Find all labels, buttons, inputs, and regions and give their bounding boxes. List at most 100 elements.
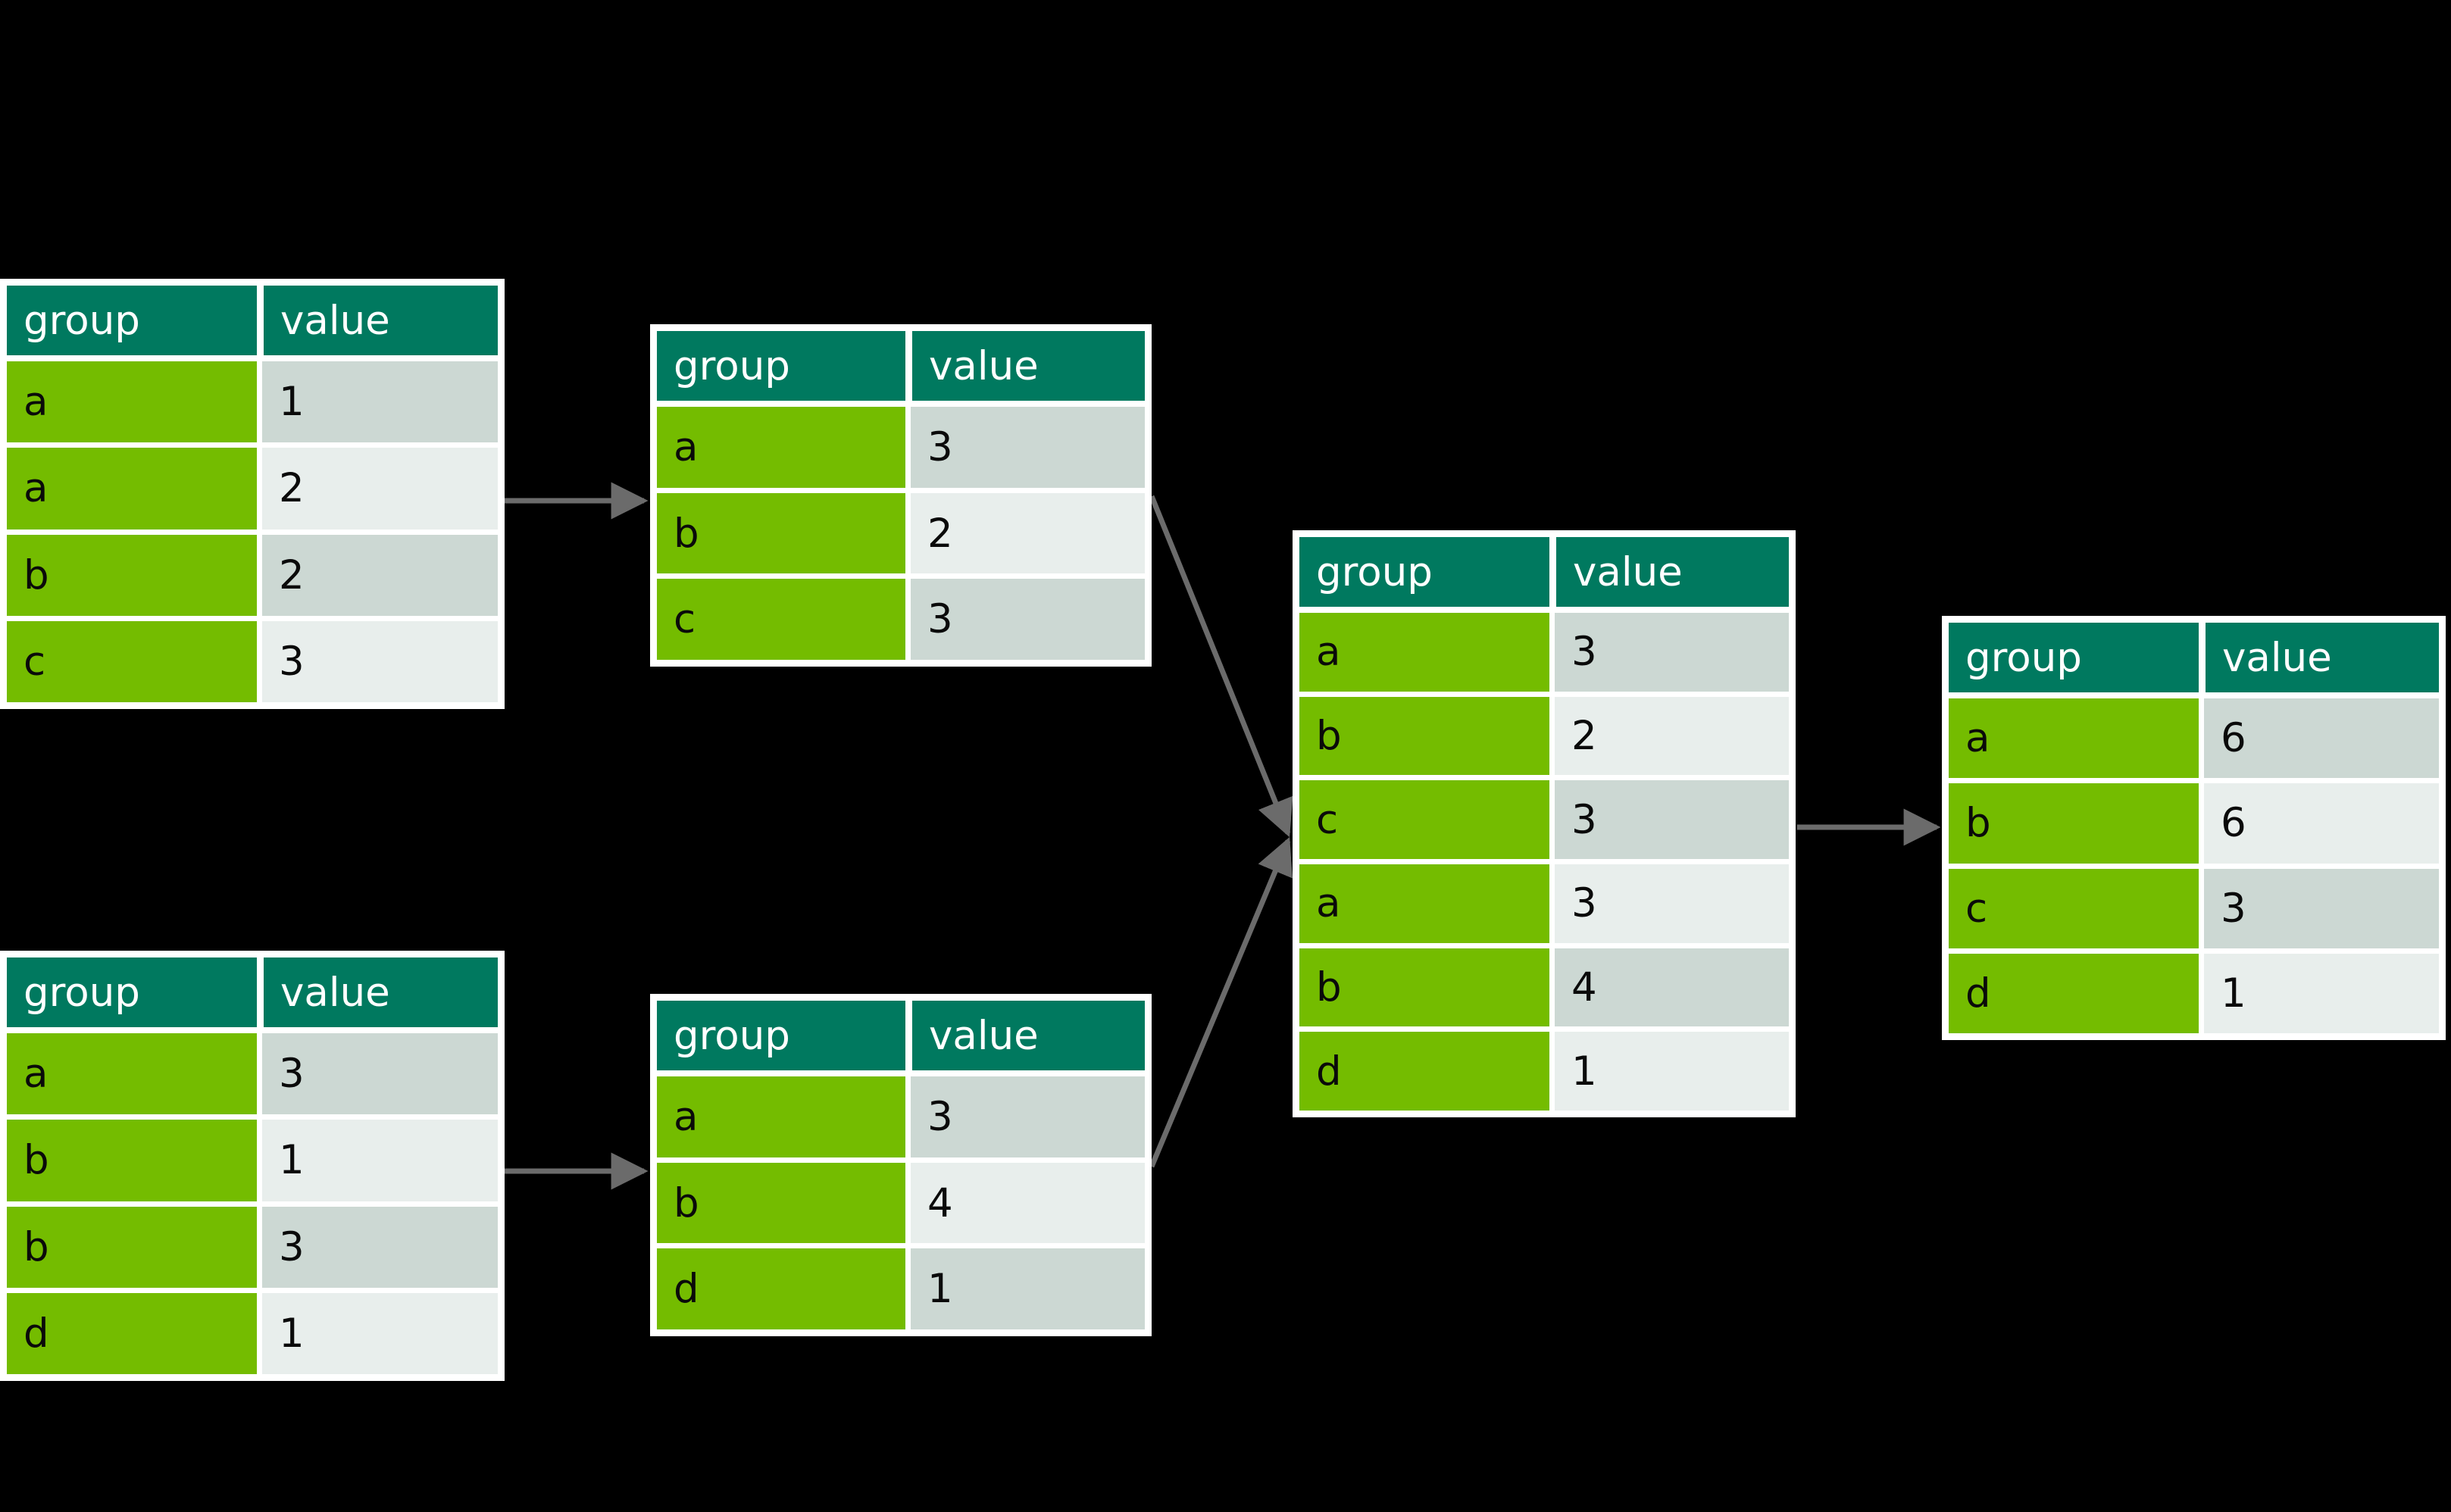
cell-group: c	[1949, 868, 2199, 948]
cell-group: b	[7, 1120, 257, 1201]
column-header-value: value	[912, 331, 1145, 401]
cell-group: a	[1949, 698, 2199, 779]
cell-value: 1	[262, 1292, 498, 1374]
cell-value: 2	[262, 534, 498, 616]
cell-group: b	[7, 1206, 257, 1288]
column-header-value: value	[1556, 537, 1789, 607]
cell-group: c	[657, 579, 905, 661]
cell-value: 1	[1555, 1032, 1789, 1111]
cell-group: a	[7, 448, 257, 530]
cell-group: d	[1949, 953, 2199, 1033]
cell-value: 2	[911, 492, 1145, 574]
cell-value: 2	[1555, 696, 1789, 776]
column-header-group: group	[657, 331, 905, 401]
cell-group: b	[1949, 783, 2199, 864]
cell-value: 2	[262, 448, 498, 530]
cell-group: c	[7, 620, 257, 702]
cell-value: 3	[911, 579, 1145, 661]
cell-group: d	[7, 1292, 257, 1374]
cell-group: a	[1299, 864, 1549, 943]
cell-value: 3	[2204, 868, 2439, 948]
column-header-value: value	[2206, 623, 2439, 692]
cell-value: 3	[911, 407, 1145, 488]
column-header-value: value	[912, 1001, 1145, 1070]
cell-value: 1	[262, 1120, 498, 1201]
cell-group: a	[657, 407, 905, 488]
column-header-group: group	[7, 957, 257, 1027]
cell-value: 3	[911, 1076, 1145, 1157]
cell-value: 3	[1555, 864, 1789, 943]
cell-value: 6	[2204, 783, 2439, 864]
cell-value: 1	[2204, 953, 2439, 1033]
arrow-summary-top-to-combined	[1149, 495, 1293, 838]
cell-group: a	[7, 1033, 257, 1115]
cell-group: d	[657, 1248, 905, 1330]
column-header-group: group	[7, 286, 257, 355]
column-header-value: value	[264, 957, 498, 1027]
cell-value: 3	[1555, 780, 1789, 860]
column-header-group: group	[1299, 537, 1549, 607]
cell-value: 4	[911, 1162, 1145, 1244]
cell-value: 6	[2204, 698, 2439, 779]
cell-group: c	[1299, 780, 1549, 860]
cell-group: b	[657, 492, 905, 574]
cell-value: 3	[262, 620, 498, 702]
cell-group: a	[1299, 613, 1549, 692]
cell-value: 3	[1555, 613, 1789, 692]
cell-value: 1	[262, 361, 498, 443]
column-header-group: group	[657, 1001, 905, 1070]
cell-group: b	[7, 534, 257, 616]
cell-value: 3	[262, 1033, 498, 1115]
cell-value: 3	[262, 1206, 498, 1288]
cell-value: 1	[911, 1248, 1145, 1330]
cell-group: b	[657, 1162, 905, 1244]
cell-group: d	[1299, 1032, 1549, 1111]
arrow-summary-bottom-to-combined	[1149, 836, 1293, 1168]
column-header-group: group	[1949, 623, 2199, 692]
column-header-value: value	[264, 286, 498, 355]
cell-group: a	[7, 361, 257, 443]
cell-group: a	[657, 1076, 905, 1157]
cell-value: 4	[1555, 948, 1789, 1027]
